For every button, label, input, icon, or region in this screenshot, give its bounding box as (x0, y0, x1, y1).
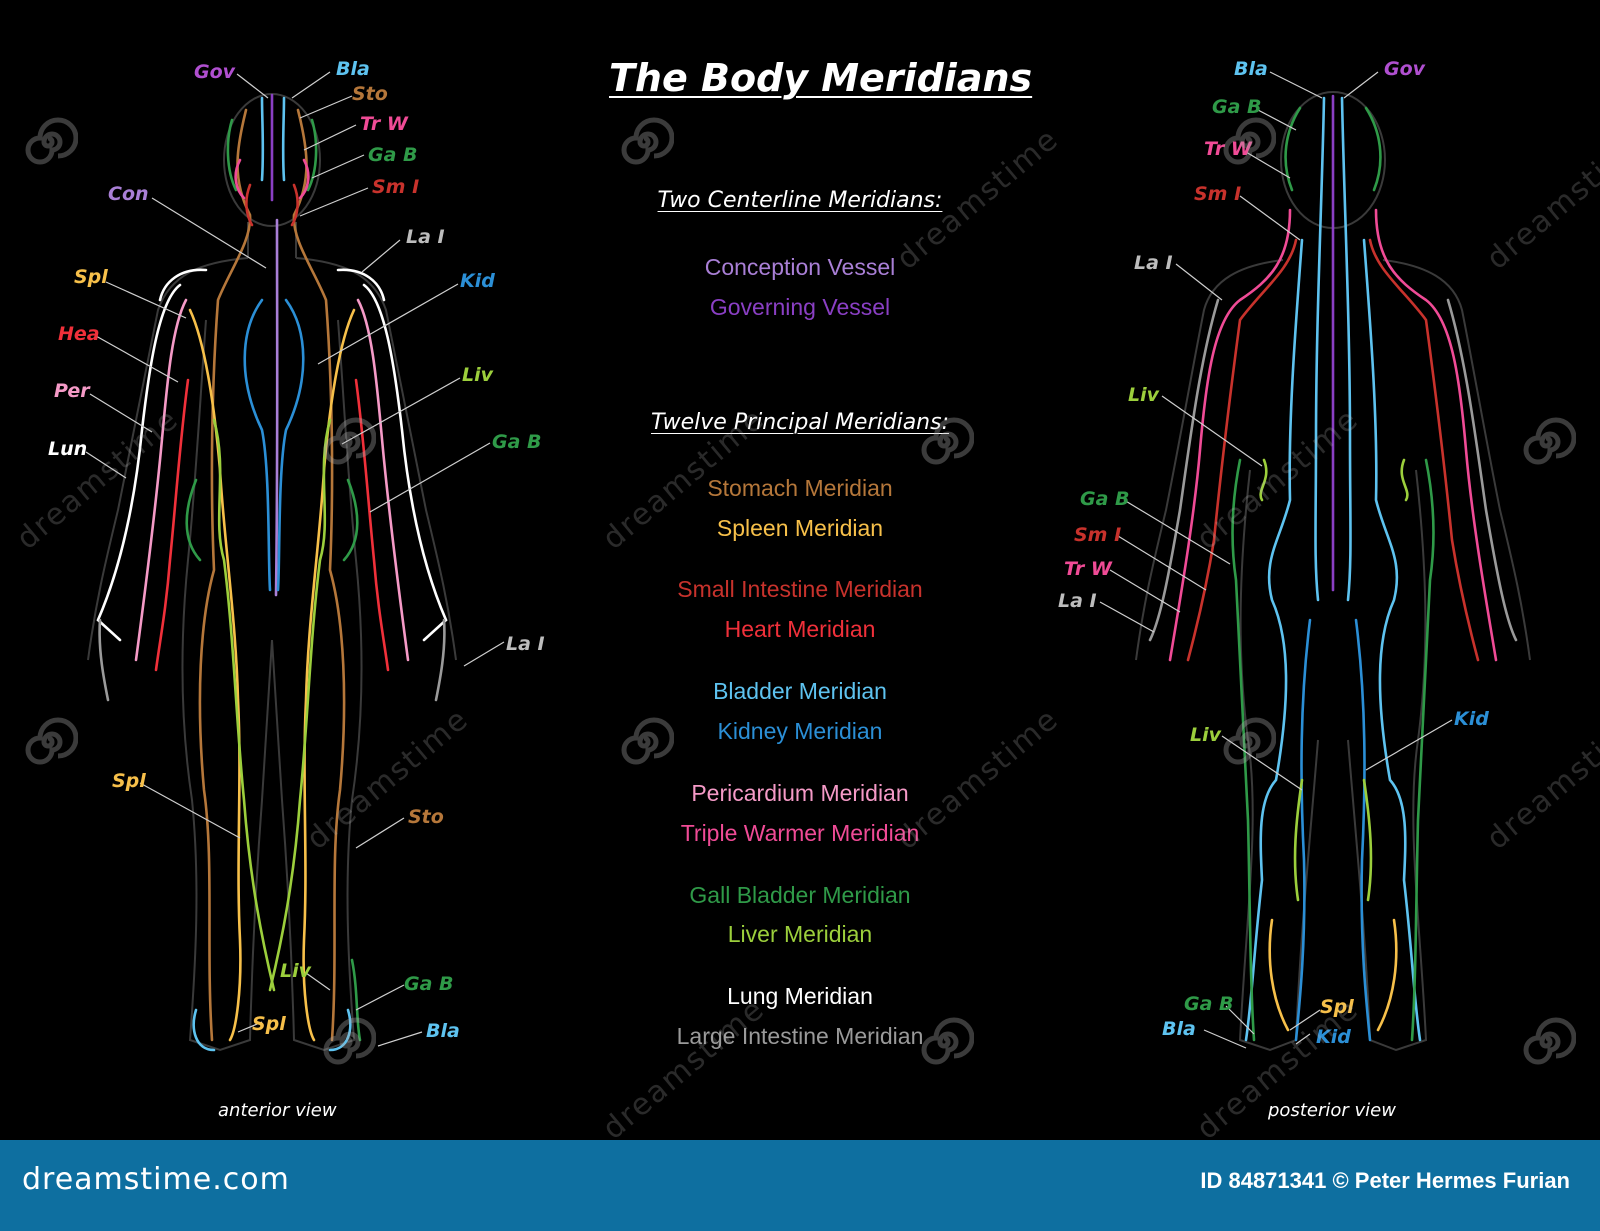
anterior-label-lai-hand: La I (506, 633, 545, 655)
posterior-leader-lines (1099, 71, 1453, 1049)
anterior-label-lai-shoulder: La I (406, 226, 445, 248)
posterior-label-bla-foot: Bla (1162, 1018, 1196, 1040)
anterior-leader-lines (85, 71, 505, 1047)
subtitle-principal: Twelve Principal Meridians: (650, 410, 949, 435)
anterior-label-con: Con (108, 183, 149, 205)
posterior-label-gab-head: Ga B (1212, 96, 1262, 118)
watermark-spiral-icon (25, 717, 78, 765)
anterior-label-bla-foot: Bla (426, 1020, 460, 1042)
posterior-label-trw-arm: Tr W (1064, 558, 1112, 580)
anterior-label-per: Per (54, 380, 90, 402)
anterior-label-spl-foot: Spl (252, 1013, 286, 1035)
watermark-spiral-icon (1223, 117, 1276, 165)
anterior-label-trw: Tr W (360, 113, 408, 135)
anterior-meridians (96, 93, 448, 1052)
posterior-label-spl-ankle: Spl (1320, 996, 1354, 1018)
posterior-label-kid-foot: Kid (1316, 1026, 1351, 1048)
legend-pericardium-meridian: Pericardium Meridian (691, 780, 909, 806)
posterior-label-smi-arm: Sm I (1074, 524, 1122, 546)
subtitle-centerline: Two Centerline Meridians: (657, 188, 943, 213)
posterior-label-kid-knee: Kid (1454, 708, 1489, 730)
legend-governing-vessel: Governing Vessel (709, 294, 891, 320)
anterior-label-gab-ankle: Ga B (404, 973, 454, 995)
watermark-spiral-icon (323, 417, 376, 465)
watermark-footer: dreamstime.com ID 84871341 © Peter Herme… (0, 1140, 1600, 1231)
footer-site-logo: dreamstime.com (22, 1162, 290, 1197)
posterior-label-lai-shoulder: La I (1134, 252, 1173, 274)
watermark-spiral-icon (1523, 417, 1576, 465)
anterior-label-gab: Ga B (368, 144, 418, 166)
watermark-spiral-icon (621, 117, 674, 165)
watermark-spiral-icon (1523, 1017, 1576, 1065)
posterior-view-caption: posterior view (1268, 1100, 1396, 1121)
legend-lung-meridian: Lung Meridian (727, 983, 873, 1009)
legend-heart-meridian: Heart Meridian (724, 616, 876, 642)
legend-large-intestine-meridian: Large Intestine Meridian (676, 1023, 924, 1049)
diagram-canvas: The Body Meridians Two Centerline Meridi… (10, 56, 1600, 1140)
legend-spleen-meridian: Spleen Meridian (716, 515, 884, 541)
posterior-label-liv-torso: Liv (1128, 384, 1160, 406)
footer-image-credit: ID 84871341 © Peter Hermes Furian (1200, 1168, 1570, 1193)
anterior-label-hea: Hea (58, 323, 100, 345)
legend-gall-bladder-meridian: Gall Bladder Meridian (689, 882, 911, 908)
legend-bladder-meridian: Bladder Meridian (713, 678, 887, 704)
anterior-view-caption: anterior view (218, 1100, 337, 1121)
anterior-label-gov: Gov (194, 61, 236, 83)
anterior-label-spl-shoulder: Spl (74, 266, 108, 288)
watermark-spiral-icon (921, 1017, 974, 1065)
anterior-label-sto-leg: Sto (408, 806, 444, 828)
posterior-label-bla: Bla (1234, 58, 1268, 80)
anterior-label-liv-torso: Liv (462, 364, 494, 386)
posterior-label-smi-neck: Sm I (1194, 183, 1242, 205)
anterior-label-kid: Kid (460, 270, 495, 292)
legend-liver-meridian: Liver Meridian (727, 921, 873, 947)
diagram-title: The Body Meridians (609, 56, 1033, 100)
anterior-label-smi: Sm I (372, 176, 420, 198)
anterior-body-outline (87, 93, 457, 1052)
watermark-spiral-icon (621, 717, 674, 765)
anterior-label-spl-thigh: Spl (112, 770, 146, 792)
posterior-label-gab-ankle: Ga B (1184, 993, 1234, 1015)
posterior-label-gov: Gov (1384, 58, 1426, 80)
anterior-label-bla: Bla (336, 58, 370, 80)
legend-kidney-meridian: Kidney Meridian (717, 718, 883, 744)
watermark-spiral-icon (323, 1017, 376, 1065)
anterior-label-lun: Lun (48, 438, 88, 460)
posterior-meridians (1148, 94, 1518, 1042)
legend-triple-warmer-meridian: Triple Warmer Meridian (680, 820, 920, 846)
anterior-label-gab-hip: Ga B (492, 431, 542, 453)
watermark-spiral-icon (25, 117, 78, 165)
anterior-label-liv-ankle: Liv (280, 960, 312, 982)
posterior-label-gab-hip: Ga B (1080, 488, 1130, 510)
figures-svg (85, 71, 1531, 1052)
posterior-label-liv-knee: Liv (1190, 724, 1222, 746)
watermark-spiral-icon (921, 417, 974, 465)
posterior-label-lai-arm: La I (1058, 590, 1097, 612)
legend-conception-vessel: Conception Vessel (704, 254, 896, 280)
posterior-label-trw-head: Tr W (1204, 138, 1252, 160)
legend-stomach-meridian: Stomach Meridian (707, 475, 893, 501)
watermark-spiral-icon (1223, 717, 1276, 765)
legend-small-intestine-meridian: Small Intestine Meridian (677, 576, 923, 602)
anterior-label-sto: Sto (352, 83, 388, 105)
